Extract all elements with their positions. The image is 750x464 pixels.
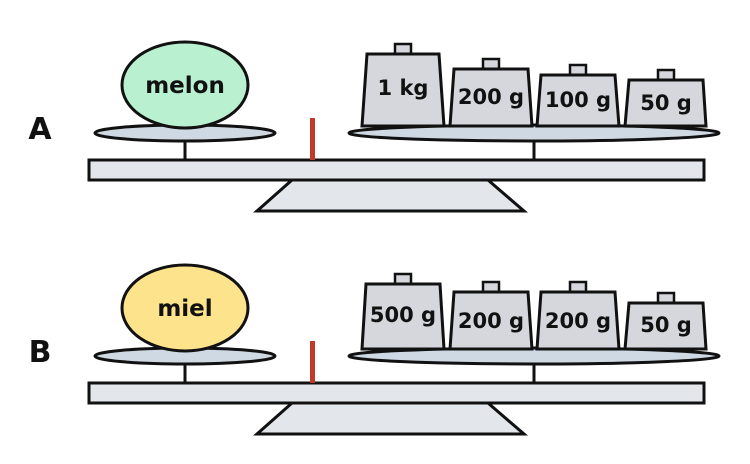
item-label: melon <box>145 73 225 99</box>
right-pan <box>347 123 721 143</box>
row-label: A <box>28 112 52 147</box>
weight: 50 g <box>623 68 708 128</box>
weight-label: 200 g <box>458 85 524 109</box>
item-ellipse <box>120 263 250 353</box>
right-pan <box>347 346 721 366</box>
weight-label: 1 kg <box>378 76 429 100</box>
weight-label: 50 g <box>640 313 692 337</box>
weight-label: 100 g <box>545 88 611 112</box>
weight-label: 500 g <box>370 303 436 327</box>
scale-b: B miel 500 g 200 g 200 g 50 g <box>29 263 721 436</box>
scale-base <box>253 178 529 213</box>
item-ellipse <box>120 40 250 130</box>
scale-a: A melon 1 kg 200 g 100 g 50 g <box>28 40 721 213</box>
weight: 200 g <box>535 280 621 351</box>
weight: 100 g <box>535 63 621 128</box>
item-label: miel <box>157 296 212 322</box>
balance-pointer <box>310 341 315 383</box>
weight: 200 g <box>448 280 534 351</box>
scale-base <box>253 401 529 436</box>
scale-beam <box>87 158 706 182</box>
weight: 50 g <box>623 291 708 351</box>
weight: 1 kg <box>360 42 446 128</box>
weight: 200 g <box>448 57 534 128</box>
weight: 500 g <box>360 272 446 351</box>
balance-pointer <box>310 118 315 160</box>
row-label: B <box>29 335 52 370</box>
weight-label: 200 g <box>545 309 611 333</box>
weight-label: 200 g <box>458 309 524 333</box>
weight-label: 50 g <box>640 91 692 115</box>
scale-beam <box>87 381 706 405</box>
